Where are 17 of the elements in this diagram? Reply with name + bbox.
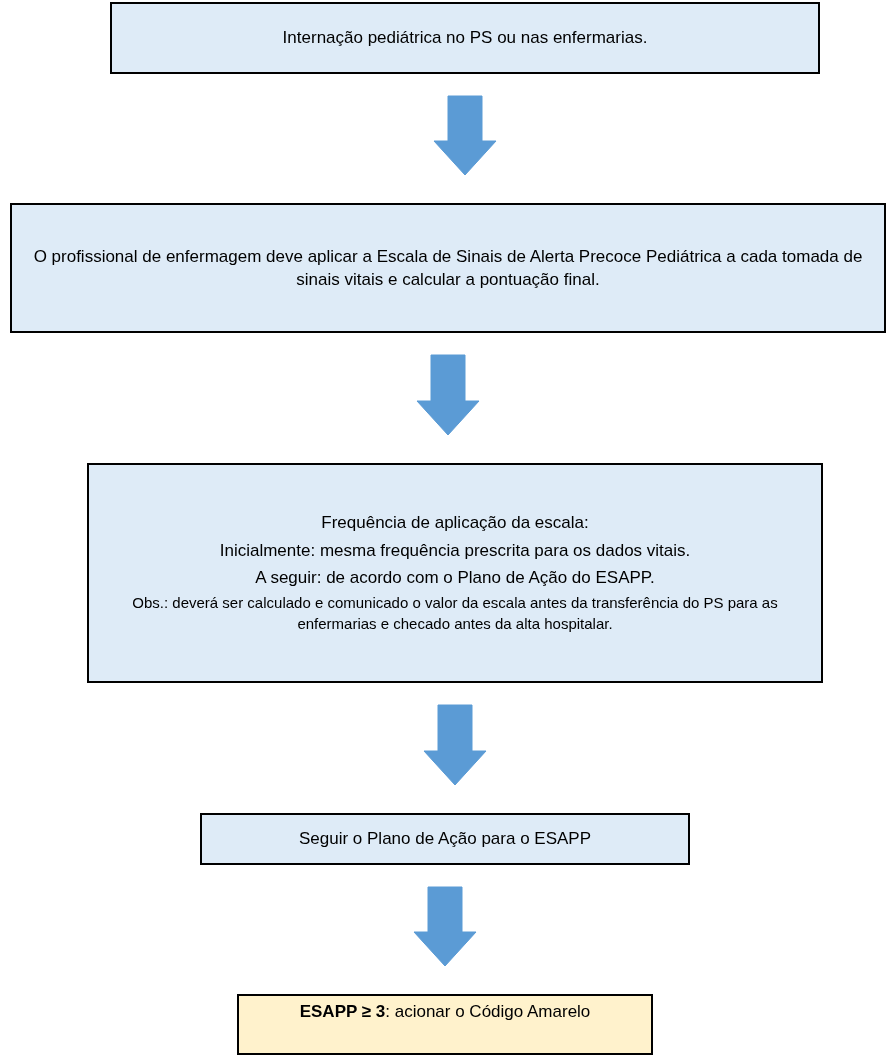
box-text: Frequência de aplicação da escala: [321,512,589,535]
process-box [10,203,886,333]
block-arrow [413,886,477,967]
block-arrow [423,704,487,786]
box-text: O profissional de enfermagem deve aplicar a Escala de Sinais de Alerta Precoce Pediátrica a cada tomada de sinais vitais e calcular a pontuação final. [32,245,864,291]
block-arrow [416,354,480,436]
process-box [87,463,823,683]
block-arrow [433,95,497,176]
process-box [110,2,820,74]
process-box [237,994,653,1055]
box-text: Inicialmente: mesma frequência prescrita para os dados vitais. [219,539,691,562]
box-text: ESAPP ≥ 3: acionar o Código Amarelo [299,1001,591,1023]
process-box [200,813,690,865]
box-text: A seguir: de acordo com o Plano de Ação do ESAPP. [255,567,655,590]
box-text: Internação pediátrica no PS ou nas enfermarias. [282,27,648,50]
box-text: Obs.: deverá ser calculado e comunicado o valor da escala antes da transferência do PS para as enfermarias e checado antes da alta hospitalar. [131,593,779,635]
box-text: Seguir o Plano de Ação para o ESAPP [299,828,591,851]
